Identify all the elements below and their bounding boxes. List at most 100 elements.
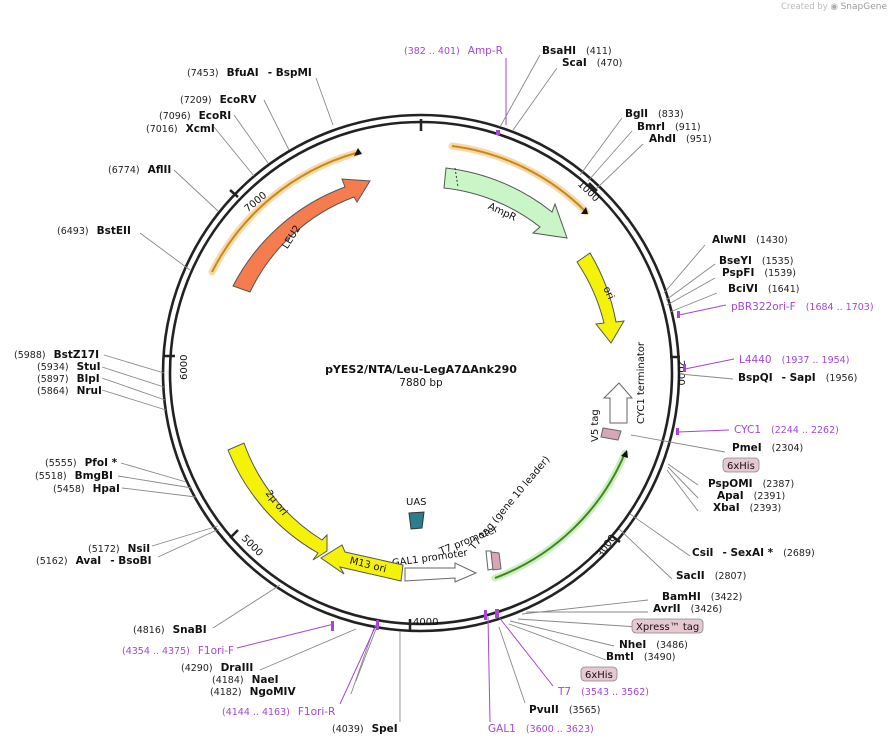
6xhis-badge-1-label: 6xHis [727,461,755,472]
site-avrii: AvrII(3426) [653,603,722,615]
t7-tag-label: T7 tag (gene 10 leader) [467,454,552,553]
2mu-ori-feature [227,442,328,561]
leu2-orf-highlight [208,149,360,276]
site-pspomi: PspOMI(2387) [708,478,794,490]
plasmid-name: pYES2/NTA/Leu-LegA7ΔAnk290 [325,363,517,376]
site-nsii: (5172)NsiI [88,543,150,555]
site-bmgbi: (5518)BmgBI [35,470,113,482]
tick-label-4000: 4000 [413,617,438,628]
6xhis-badge-2 [580,666,618,682]
snapgene-credit: Created by ◉ SnapGene [781,2,887,12]
primer-f1ori-r: (4144 .. 4163)F1ori-R [222,706,335,718]
site-bgli: BglI(833) [625,108,684,120]
site-hpai: (5458)HpaI [53,483,120,495]
site-bamhi: BamHI(3422) [662,591,742,603]
site-csii-sexai: CsiI- SexAI *(2689) [692,547,815,559]
primer-t7: T7(3543 .. 3562) [557,686,649,698]
site-ecorv: (7209)EcoRV [180,94,257,106]
insert-orf-highlight [491,449,629,582]
site-naei: (4184)NaeI [212,674,279,686]
xpress-tag-badge [631,618,704,634]
primer-f1ori-f: (4354 .. 4375)F1ori-F [122,645,234,657]
insert-orf-line [494,452,626,579]
site-avai-bsobi: (5162)AvaI- BsoBI [36,555,152,567]
ori-label: ori [600,285,615,301]
site-connector-lines [101,54,734,722]
m13-ori-feature [320,544,404,582]
site-nhei: NheI(3486) [619,639,688,651]
primer-gal1: GAL1(3600 .. 3623) [488,723,594,735]
primer-l4440: L4440(1937 .. 1954) [739,354,849,366]
leu2-orf-line [211,152,357,273]
tick-mark-7000 [229,189,239,198]
site-bfuai-bspmi: (7453)BfuAI- BspMI [187,67,312,79]
site-apai: ApaI(2391) [717,490,785,502]
ori-feature [576,252,625,344]
leu2-orf-arrowhead [354,148,362,156]
cyc1-terminator-feature [602,382,634,424]
6xhis-badge-2-label: 6xHis [585,670,613,681]
tag-badges: 6xHis Xpress™ tag 6xHis [580,457,760,682]
site-pvuii: PvuII(3565) [529,704,600,716]
site-bspqi-sapi: BspQI- SapI(1956) [738,372,857,384]
6xhis-badge-1 [722,457,760,473]
site-draiii: (4290)DraIII [181,662,253,674]
restriction-site-labels: BsaHI(411) ScaI(470) BglI(833) BmrI(911)… [14,45,857,735]
site-pmei: PmeI(2304) [732,442,803,454]
site-ngomiv: (4182)NgoMIV [210,686,296,698]
site-ecori: (7096)EcoRI [159,110,231,122]
site-nrui: (5864)NruI [37,385,102,397]
tick-label-6000: 6000 [179,355,190,380]
v5-tag-feature [600,427,622,441]
site-bsahi: BsaHI(411) [542,45,612,57]
primer-labels: (382 .. 401)Amp-R pBR322ori-F(1684 .. 17… [122,45,874,735]
leu2-feature [232,178,371,293]
tick-label-2000: 2000 [675,360,686,385]
orf-arcs [208,142,629,582]
site-stui: (5934)StuI [37,361,101,373]
tick-mark-1000 [588,182,598,192]
uas-label: UAS [406,497,427,508]
uas-feature [408,511,425,530]
ampr-orf-arrowhead [581,207,588,214]
primer-pbr322ori-f: pBR322ori-F(1684 .. 1703) [731,301,874,313]
site-bmri: BmrI(911) [637,121,701,133]
snapgene-logo-icon: ◉ [830,2,838,12]
site-xbai: XbaI(2393) [713,502,781,514]
credit-prefix: Created by [780,2,828,12]
plasmid-length: 7880 bp [399,377,443,389]
site-xcmi: (7016)XcmI [146,123,215,135]
tick-label-5000: 5000 [239,533,265,559]
credit-brand: SnapGene [840,2,887,12]
primer-markers [331,130,686,631]
site-bseyi: BseYI(1535) [719,255,793,267]
site-snabi: (4816)SnaBI [133,624,207,636]
site-sacii: SacII(2807) [676,570,746,582]
primer-amp-r: (382 .. 401)Amp-R [404,45,503,57]
site-aflii: (6774)AflII [108,164,171,176]
gal1-promoter-feature [404,562,478,583]
site-bcivi: BciVI(1641) [728,283,799,295]
ampr-orf-line [451,145,587,213]
site-bsteii: (6493)BstEII [57,225,131,237]
site-alwni: AlwNI(1430) [712,234,788,246]
tick-mark-3000 [611,535,621,543]
ampr-feature [443,167,568,239]
insert-orf-arrowhead [621,450,628,458]
site-ahdi: AhdI(951) [649,133,712,145]
xpress-tag-badge-label: Xpress™ tag [636,622,699,633]
ampr-promoter-mark [454,167,459,188]
site-bstz17i: (5988)BstZ17I [14,349,99,361]
primer-connector-lines [236,58,735,723]
site-pspfi: PspFI(1539) [722,267,796,279]
cyc1-label: CYC1 terminator [636,341,647,424]
tick-label-3000: 3000 [595,533,619,560]
site-spei: (4039)SpeI [332,723,398,735]
primer-cyc1: CYC1(2244 .. 2262) [734,424,839,436]
t7-tag-feature [490,551,502,571]
site-bmti: BmtI(3490) [606,651,675,663]
v5-tag-label: V5 tag [590,409,601,442]
tick-mark-5000 [229,529,239,539]
site-blpi: (5897)BlpI [37,373,100,385]
